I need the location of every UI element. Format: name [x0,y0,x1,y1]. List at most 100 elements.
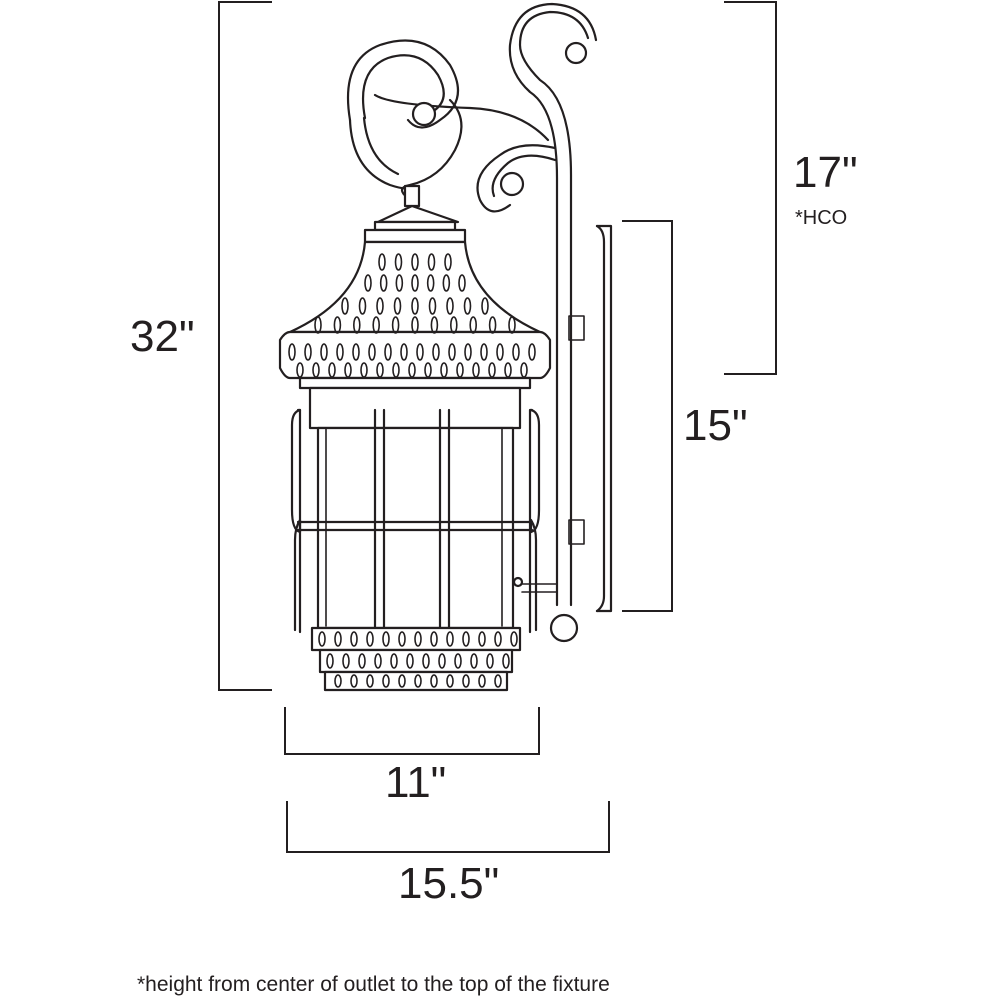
perforation [398,631,406,647]
perforation [411,253,419,271]
perforation [414,631,422,647]
perforation [454,653,462,669]
perforation [378,253,386,271]
lantern-base [310,626,522,692]
perforation [446,297,454,315]
backplate-clip-lower [568,519,585,545]
perforation [364,274,372,292]
perforation [334,631,342,647]
perforation [304,343,312,361]
perforation [426,274,435,292]
perforation [296,362,304,378]
perforation [478,674,486,688]
perforation [430,316,439,334]
perforation [334,674,342,688]
footnote: *height from center of outlet to the top… [137,973,610,996]
lantern-hood [278,240,552,390]
perforation [326,653,334,669]
perforation [382,674,390,688]
perforation [382,631,390,647]
perforation [446,631,454,647]
hco-height-label: 17" [793,148,858,197]
perforation [480,343,488,361]
perforation [320,343,328,361]
perforation [391,316,400,334]
perforation [512,343,520,361]
perforation [464,343,472,361]
perforation [390,653,398,669]
perforation [394,253,403,271]
perforation [422,653,430,669]
perforation [398,674,406,688]
perforation [358,297,367,315]
perforation [352,343,360,361]
perforation [376,362,384,378]
perforation [502,653,510,669]
perforation [393,297,402,315]
perforation [384,343,392,361]
perforation [344,362,352,378]
hco-tag: *HCO [795,207,847,229]
perforation [442,274,451,292]
overall-height-label: 32" [130,312,195,361]
perforation [438,653,446,669]
perforation [408,362,416,378]
perforation [411,297,419,315]
body-width-label: 11" [385,758,446,807]
perforation [360,362,368,378]
perforation [406,653,414,669]
overall-width-label: 15.5" [398,859,499,908]
perforation [366,674,374,688]
band-perforations [288,343,536,378]
perforation [469,316,478,334]
perforation [496,343,504,361]
perforation [458,274,466,292]
perforation [508,316,516,334]
perforation [462,631,470,647]
backplate-clip-upper [568,315,585,341]
perforation [411,274,419,292]
backplate-height-bracket [622,220,673,612]
perforation [366,631,374,647]
perforation [379,274,388,292]
perforation [350,631,358,647]
perforation [504,362,512,378]
perforation [395,274,404,292]
perforation [416,343,424,361]
body-width-bracket [284,707,540,755]
perforation [328,362,336,378]
perforation [470,653,478,669]
perforation [440,362,448,378]
perforation [446,674,454,688]
perforation [424,362,432,378]
perforation [333,316,342,334]
perforation [318,631,326,647]
perforation [312,362,320,378]
perforation [376,297,384,315]
perforation [462,674,470,688]
perforation [428,297,437,315]
perforation [481,297,489,315]
perforation [374,653,382,669]
hood-perforations [314,253,516,334]
perforation [414,674,422,688]
backplate-height-label: 15" [683,401,748,450]
perforation [463,297,472,315]
perforation [372,316,381,334]
perforation [341,297,349,315]
perforation [472,362,480,378]
perforation [350,674,358,688]
perforation [314,316,322,334]
base-perforations [318,631,518,688]
hco-height-bracket [724,1,777,375]
perforation [486,653,494,669]
perforation [448,343,456,361]
perforation [342,653,350,669]
decorative-scroll [346,39,557,213]
perforation [368,343,376,361]
perforation [494,631,502,647]
lantern-cage [290,386,541,634]
perforation [427,253,436,271]
perforation [478,631,486,647]
